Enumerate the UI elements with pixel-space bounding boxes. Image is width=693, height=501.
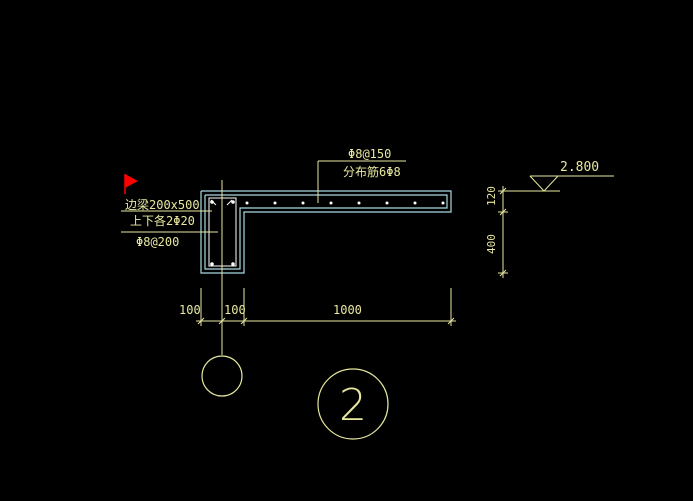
horizontal-dim-middle: 100 bbox=[224, 303, 246, 317]
horizontal-dim-left: 100 bbox=[179, 303, 201, 317]
section-number: 2 bbox=[339, 380, 367, 431]
vertical-dim-bottom: 400 bbox=[485, 234, 498, 254]
slab-label-distribution-bars: 分布筋6Φ8 bbox=[343, 164, 401, 179]
beam-label-stirrups: Φ8@200 bbox=[136, 235, 179, 249]
slab-leader bbox=[317, 160, 406, 203]
axis-bubble bbox=[201, 355, 243, 397]
slab-distribution-bars bbox=[245, 201, 445, 205]
vertical-dimension bbox=[498, 186, 508, 278]
section-number-circle bbox=[317, 368, 389, 440]
beam-leader bbox=[121, 210, 218, 233]
horizontal-dim-right: 1000 bbox=[333, 303, 362, 317]
beam-label-size: 边梁200x500 bbox=[125, 197, 200, 212]
elevation-value: 2.800 bbox=[560, 160, 599, 175]
beam-label-main-bars: 上下各2Φ20 bbox=[130, 213, 195, 228]
slab-label-main-bars: Φ8@150 bbox=[348, 147, 391, 161]
horizontal-dimension bbox=[196, 288, 456, 326]
flag-icon[interactable] bbox=[124, 174, 138, 194]
beam-rebar bbox=[210, 200, 235, 266]
concrete-outline bbox=[200, 190, 452, 274]
elevation-mark bbox=[502, 175, 614, 192]
vertical-dim-top: 120 bbox=[485, 186, 498, 206]
